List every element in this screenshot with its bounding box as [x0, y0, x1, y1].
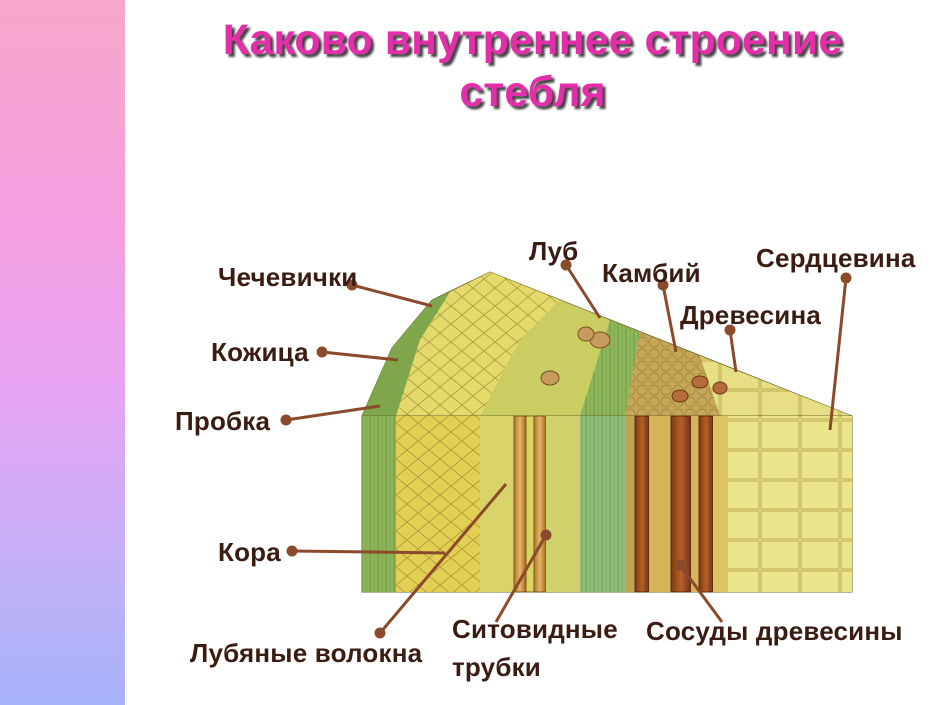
label-probka: Пробка	[175, 406, 270, 437]
label-kozhitsa: Кожица	[211, 337, 309, 368]
label-chechevichki: Чечевички	[218, 262, 358, 293]
label-serdtsevina: Сердцевина	[756, 243, 916, 274]
label-sosudy-drevesiny: Сосуды древесины	[646, 616, 903, 647]
label-sitovidnye-line1: Ситовидные	[452, 614, 618, 645]
label-kambiy: Камбий	[602, 258, 701, 289]
label-drevesina: Древесина	[680, 300, 821, 331]
label-lub: Луб	[529, 236, 578, 267]
label-lubyanye-volokna: Лубяные волокна	[190, 638, 422, 669]
label-kora: Кора	[218, 537, 281, 568]
label-sitovidnye-line2: трубки	[452, 652, 541, 683]
cross-section-top-face	[362, 272, 852, 416]
